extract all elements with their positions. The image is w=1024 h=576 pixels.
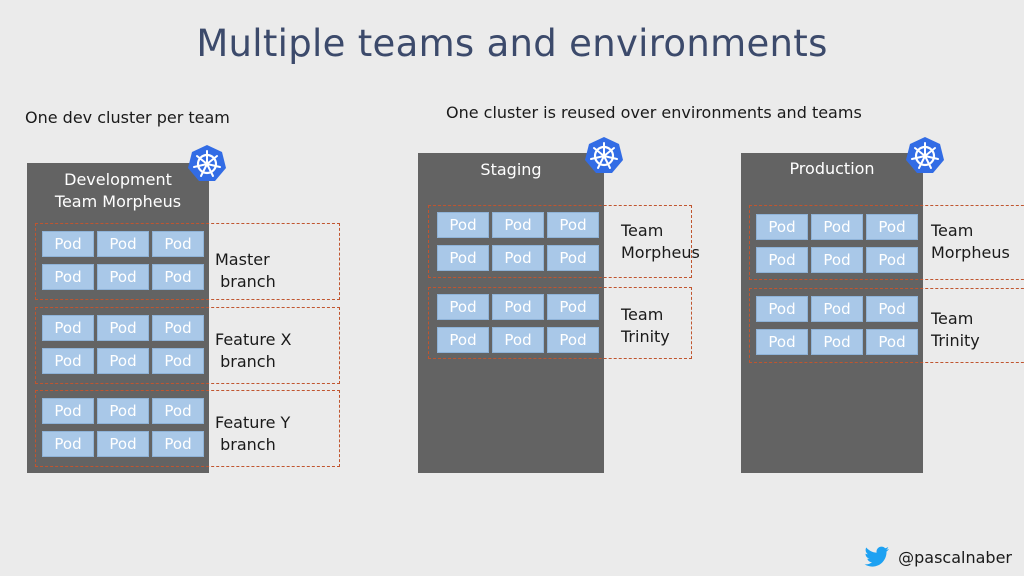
pod: Pod: [756, 214, 808, 240]
pod: Pod: [547, 294, 599, 320]
pod: Pod: [811, 214, 863, 240]
pod: Pod: [437, 245, 489, 271]
pod: Pod: [97, 315, 149, 341]
pod: Pod: [42, 348, 94, 374]
group-label-production-trinity: Team Trinity: [931, 309, 980, 350]
twitter-bird-icon: [864, 546, 890, 567]
pod: Pod: [97, 431, 149, 457]
pod: Pod: [42, 398, 94, 424]
pod: Pod: [547, 212, 599, 238]
group-label-feature-y: Feature Y branch: [215, 413, 291, 454]
pod: Pod: [756, 296, 808, 322]
pod: Pod: [97, 398, 149, 424]
group-feature-x-branch: [35, 307, 340, 384]
pod: Pod: [42, 231, 94, 257]
group-label-feature-x: Feature X branch: [215, 330, 292, 371]
pod: Pod: [152, 315, 204, 341]
kubernetes-helm-icon: [188, 145, 226, 181]
pod: Pod: [756, 329, 808, 355]
subtitle-dev: One dev cluster per team: [25, 108, 230, 127]
pod: Pod: [152, 348, 204, 374]
kubernetes-helm-icon: [585, 137, 623, 173]
pod: Pod: [811, 247, 863, 273]
group-staging-morpheus: [428, 205, 692, 278]
cluster-label: Staging: [480, 160, 542, 179]
kubernetes-helm-icon: [906, 137, 944, 173]
group-label-production-morpheus: Team Morpheus: [931, 221, 1010, 262]
pod: Pod: [866, 296, 918, 322]
group-label-staging-trinity: Team Trinity: [621, 305, 670, 346]
twitter-handle: @pascalnaber: [898, 547, 1012, 567]
footer: @pascalnaber: [864, 546, 1012, 568]
pod: Pod: [492, 294, 544, 320]
pod: Pod: [97, 231, 149, 257]
group-master-branch: [35, 223, 340, 300]
cluster-label: Production: [789, 159, 875, 178]
pod: Pod: [811, 329, 863, 355]
pod: Pod: [152, 264, 204, 290]
pod: Pod: [866, 214, 918, 240]
pod: Pod: [437, 294, 489, 320]
pod: Pod: [547, 245, 599, 271]
pod: Pod: [492, 327, 544, 353]
pod: Pod: [866, 247, 918, 273]
pod: Pod: [756, 247, 808, 273]
pod: Pod: [97, 348, 149, 374]
pod: Pod: [97, 264, 149, 290]
pod: Pod: [152, 231, 204, 257]
pod: Pod: [437, 327, 489, 353]
cluster-label-line2: Team Morpheus: [54, 192, 182, 211]
pod: Pod: [152, 398, 204, 424]
cluster-label-line1: Development: [64, 170, 172, 189]
group-staging-trinity: [428, 287, 692, 359]
pod: Pod: [547, 327, 599, 353]
pod: Pod: [42, 315, 94, 341]
pod: Pod: [492, 212, 544, 238]
group-feature-y-branch: [35, 390, 340, 467]
pod: Pod: [42, 264, 94, 290]
pod: Pod: [152, 431, 204, 457]
subtitle-shared: One cluster is reused over environments …: [446, 103, 862, 122]
group-production-morpheus: [749, 205, 1024, 280]
group-label-staging-morpheus: Team Morpheus: [621, 221, 700, 262]
pod: Pod: [42, 431, 94, 457]
pod: Pod: [811, 296, 863, 322]
group-production-trinity: [749, 288, 1024, 363]
pod: Pod: [437, 212, 489, 238]
pod: Pod: [866, 329, 918, 355]
pod: Pod: [492, 245, 544, 271]
page-title: Multiple teams and environments: [196, 22, 828, 65]
group-label-master: Master branch: [215, 250, 276, 291]
